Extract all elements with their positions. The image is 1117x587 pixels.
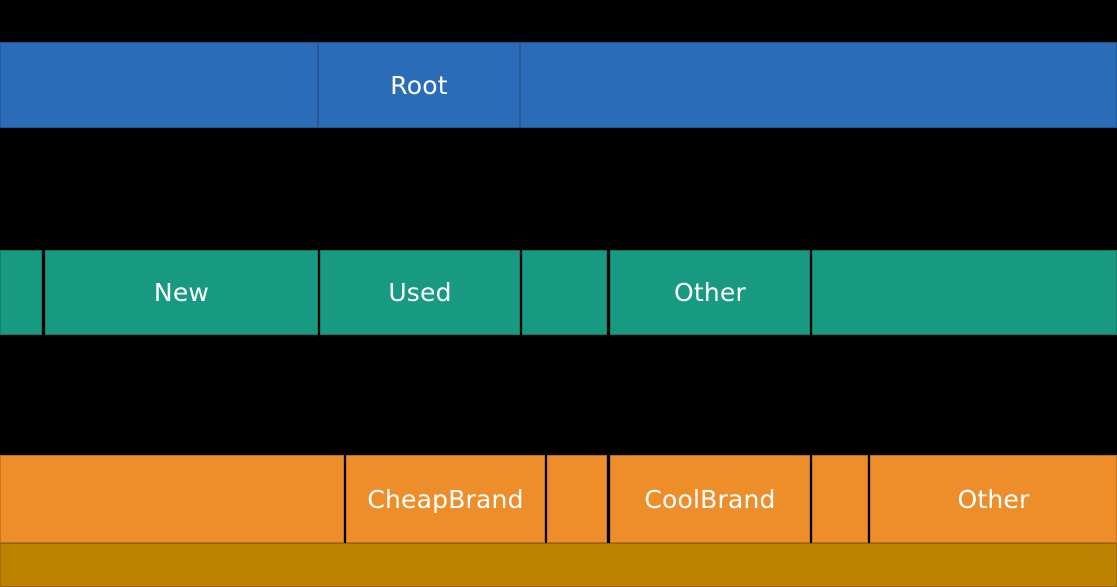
chart-node-unlabeled[interactable]: [0, 543, 1117, 587]
chart-level-condition-level: New Used Other: [0, 250, 1117, 335]
chart-node-other[interactable]: Other: [610, 250, 810, 335]
chart-node-unlabeled[interactable]: [522, 250, 607, 335]
chart-node-unlabeled[interactable]: [547, 455, 607, 543]
chart-node-cheapbrand[interactable]: CheapBrand: [346, 455, 545, 543]
chart-node-root[interactable]: Root: [318, 42, 520, 128]
chart-node-label: CheapBrand: [367, 484, 524, 514]
chart-level-leaf-level: [0, 543, 1117, 587]
chart-node-unlabeled[interactable]: [812, 250, 1117, 335]
chart-node-label: Other: [674, 278, 746, 307]
chart-node-unlabeled[interactable]: [812, 455, 868, 543]
chart-level-brand-level: CheapBrand CoolBrand Other: [0, 455, 1117, 543]
chart-node-label: New: [153, 278, 210, 307]
chart-node-unlabeled[interactable]: [0, 250, 42, 335]
chart-node-label: Root: [390, 70, 448, 100]
chart-node-new[interactable]: New: [45, 250, 318, 335]
chart-node-label: Used: [388, 278, 452, 307]
chart-level-root-level: Root: [0, 42, 1117, 128]
chart-node-used[interactable]: Used: [320, 250, 520, 335]
chart-node-label: CoolBrand: [644, 484, 776, 514]
chart-node-unlabeled[interactable]: [520, 42, 1117, 128]
chart-node-unlabeled[interactable]: [0, 455, 344, 543]
chart-node-coolbrand[interactable]: CoolBrand: [610, 455, 810, 543]
chart-node-other[interactable]: Other: [870, 455, 1117, 543]
chart-node-unlabeled[interactable]: [0, 42, 318, 128]
chart-node-label: Other: [957, 484, 1030, 514]
